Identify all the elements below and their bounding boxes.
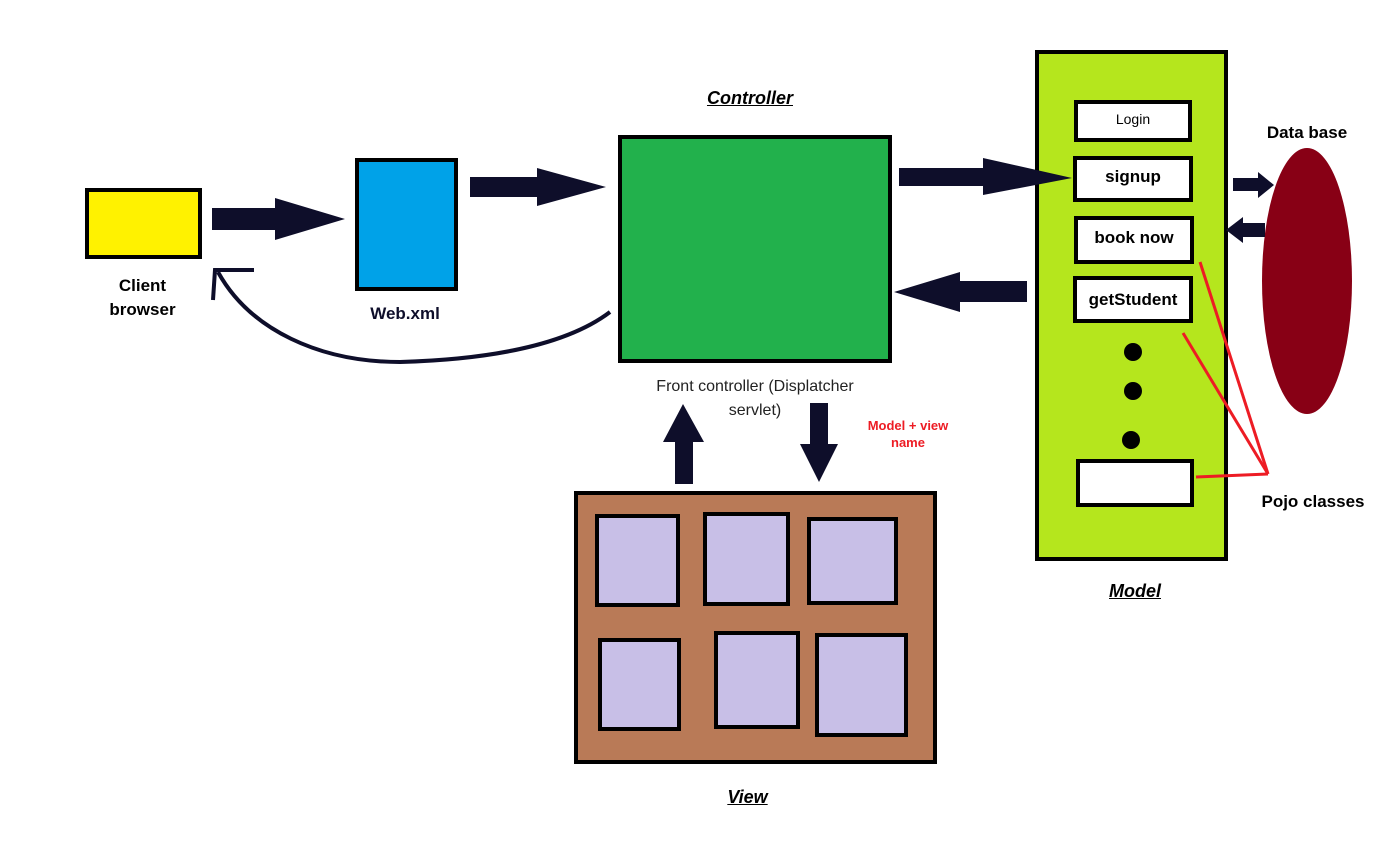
model-view-annotation: Model + view name: [867, 418, 949, 450]
arrow-controller-to-model: [899, 158, 1072, 195]
database-ellipse: [1262, 148, 1352, 414]
arrow-database-to-model: [1226, 217, 1265, 243]
pojo-line: [1198, 261, 1270, 475]
model-item-booknow-label: book now: [1094, 228, 1174, 247]
pojo-line: [1195, 472, 1269, 479]
model-item-booknow: [1074, 216, 1194, 264]
client-browser-box: [85, 188, 202, 259]
ellipsis-dot: [1122, 431, 1140, 449]
ellipsis-dot: [1124, 343, 1142, 361]
view-panel: [714, 631, 800, 729]
arrow-view-to-controller: [663, 404, 704, 484]
pojo-classes-label: Pojo classes: [1261, 492, 1365, 511]
arrow-model-to-controller: [894, 272, 1027, 312]
view-title: View: [727, 787, 768, 807]
view-panel: [598, 638, 681, 731]
arrow-webxml-to-controller: [470, 168, 606, 206]
arrow-controller-to-client-head: [211, 268, 254, 301]
model-item-login-label: Login: [1115, 111, 1151, 127]
webxml-box: [355, 158, 458, 291]
arrow-controller-to-client-curve: [216, 271, 612, 365]
view-panel: [807, 517, 898, 605]
controller-caption: Front controller (Displatcher servlet): [656, 378, 854, 419]
webxml-label: Web.xml: [370, 304, 440, 323]
view-panel: [703, 512, 790, 606]
ellipsis-dot: [1124, 382, 1142, 400]
view-panel: [815, 633, 908, 737]
client-browser-label: Client browser: [109, 276, 176, 319]
view-panel: [595, 514, 680, 607]
model-item-login: [1074, 100, 1192, 142]
arrow-controller-to-view: [800, 403, 838, 482]
pojo-line: [1181, 332, 1270, 475]
arrow-client-to-webxml: [212, 198, 345, 240]
model-item-empty: [1076, 459, 1194, 507]
database-label: Data base: [1266, 123, 1348, 142]
controller-box: [618, 135, 892, 363]
model-item-signup-label: signup: [1105, 167, 1161, 186]
controller-title: Controller: [706, 88, 793, 108]
model-item-getstudent: [1073, 276, 1193, 323]
model-item-getstudent-label: getStudent: [1088, 290, 1178, 309]
arrow-model-to-database: [1233, 172, 1274, 198]
model-title: Model: [1109, 581, 1161, 601]
model-item-signup: [1073, 156, 1193, 202]
